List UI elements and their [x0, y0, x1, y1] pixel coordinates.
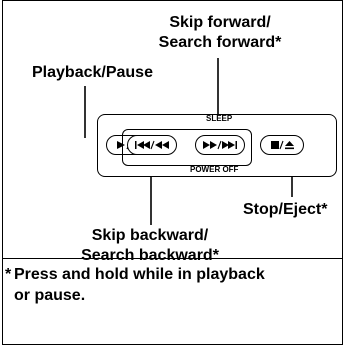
stop-eject-button[interactable]: [260, 135, 304, 155]
skip-forward-label-line2: Search forward*: [158, 34, 282, 51]
footnote-marker: *: [5, 266, 12, 283]
remote-control-panel: SLEEP POWER OFF: [97, 114, 337, 177]
skip-buttons-group: [122, 129, 252, 166]
footnote-line1: Press and hold while in playback: [14, 266, 265, 283]
skip-backward-button[interactable]: [127, 135, 177, 155]
skip-backward-label-line1: Skip backward/: [91, 227, 209, 244]
footnote-divider: [2, 258, 343, 259]
skip-forward-icon: [203, 140, 237, 150]
stop-eject-icon: [271, 140, 294, 150]
sleep-label: SLEEP: [206, 114, 233, 123]
skip-backward-icon: [135, 140, 169, 150]
power-off-label: POWER OFF: [190, 165, 239, 174]
footnote-line2: or pause.: [14, 287, 86, 304]
skip-forward-button[interactable]: [195, 135, 245, 155]
skip-forward-label: Skip forward/ Search forward*: [135, 13, 305, 53]
playback-pause-label: Playback/Pause: [32, 64, 153, 81]
skip-backward-label: Skip backward/ Search backward*: [50, 226, 250, 266]
skip-backward-label-line2: Search backward*: [81, 247, 219, 264]
skip-forward-label-line1: Skip forward/: [169, 14, 271, 31]
stop-eject-label: Stop/Eject*: [243, 201, 328, 218]
diagram-frame: [2, 0, 343, 345]
